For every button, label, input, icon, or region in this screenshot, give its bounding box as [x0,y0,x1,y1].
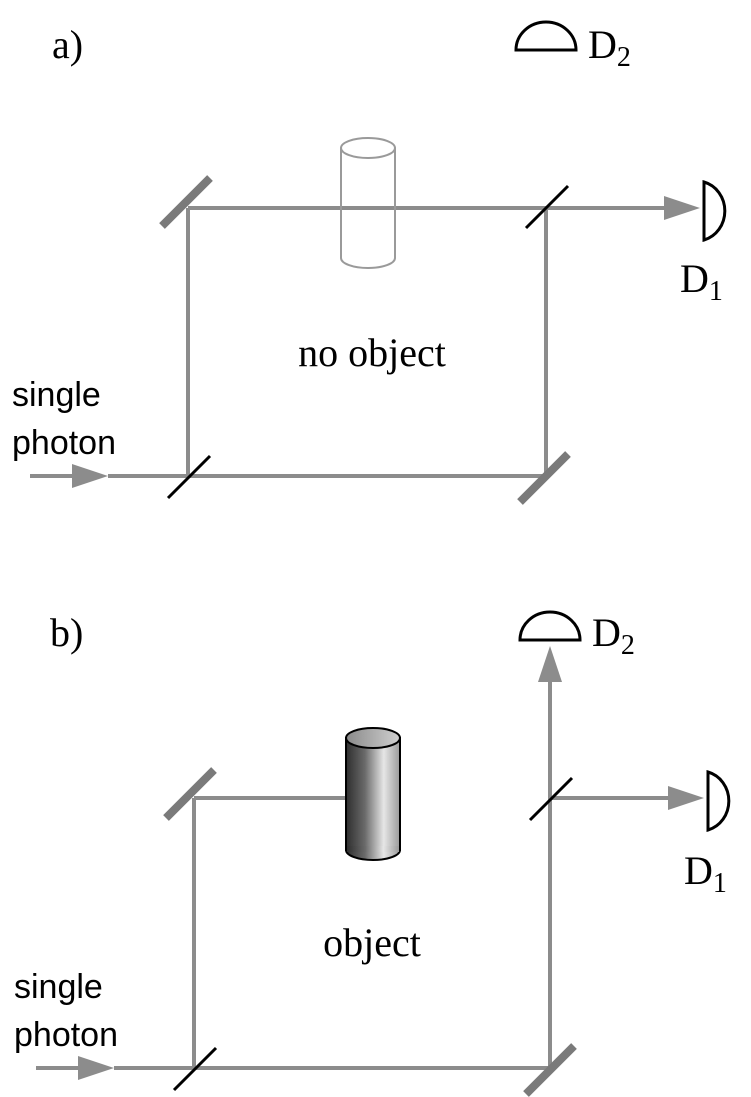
detector-d1-icon [702,180,727,242]
input-label-line1: single [14,968,103,1006]
object-label: object [323,920,421,965]
object-cylinder [345,727,401,861]
mirror-bottom-right [523,1043,577,1097]
detector-d1-label: D1 [684,848,727,899]
mirror-bottom-right [517,451,571,505]
detector-d1-icon [706,770,731,832]
output-d1-arrow-icon [664,196,700,220]
panel-a-label: a) [52,22,83,67]
detector-d2-label: D2 [592,610,635,661]
output-beam-splitter [524,184,570,230]
empty-object-slot [340,137,396,269]
input-label-line1: single [12,376,101,414]
input-label-line2: photon [14,1016,118,1054]
panel-b-label: b) [50,610,83,655]
input-label-line2: photon [12,424,116,462]
mirror-top-left [163,767,217,821]
panel-a: a) D2 D1 no object single photon [12,20,727,505]
output-d2-arrow-icon [538,646,562,682]
detector-d2-label: D2 [588,22,631,73]
detector-d1-label: D1 [680,256,723,307]
input-beam-splitter [166,454,212,500]
no-object-label: no object [298,330,446,375]
input-arrow-icon [72,464,108,488]
panel-b: b) D2 D1 object single photon [14,610,731,1097]
output-beam-splitter [528,776,574,822]
output-d1-arrow-icon [668,786,704,810]
detector-d2-icon [518,610,582,642]
detector-d2-icon [514,20,578,52]
input-arrow-icon [78,1056,114,1080]
mirror-top-left [159,175,213,229]
input-beam-splitter [172,1046,218,1092]
